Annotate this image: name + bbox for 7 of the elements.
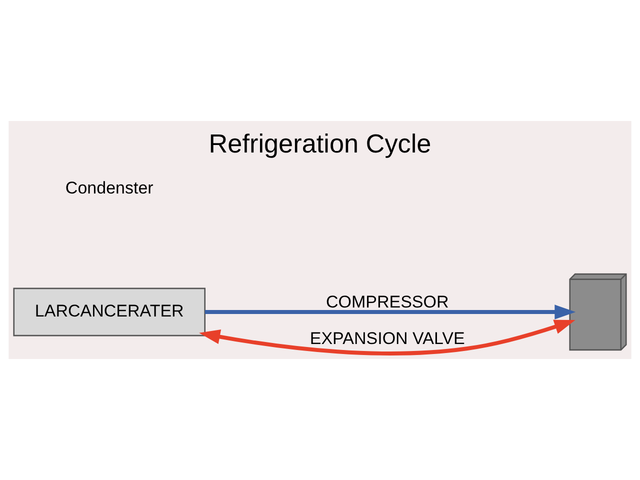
diagram-title: Refrigeration Cycle: [208, 128, 432, 158]
arrow: [204, 304, 576, 320]
label: Condenster: [65, 178, 154, 198]
edge-label: COMPRESSOR: [326, 292, 449, 312]
arrow: [199, 320, 576, 356]
edge-label: EXPANSION VALVE: [310, 328, 465, 348]
node-box: LARCANCERATER: [13, 288, 206, 336]
